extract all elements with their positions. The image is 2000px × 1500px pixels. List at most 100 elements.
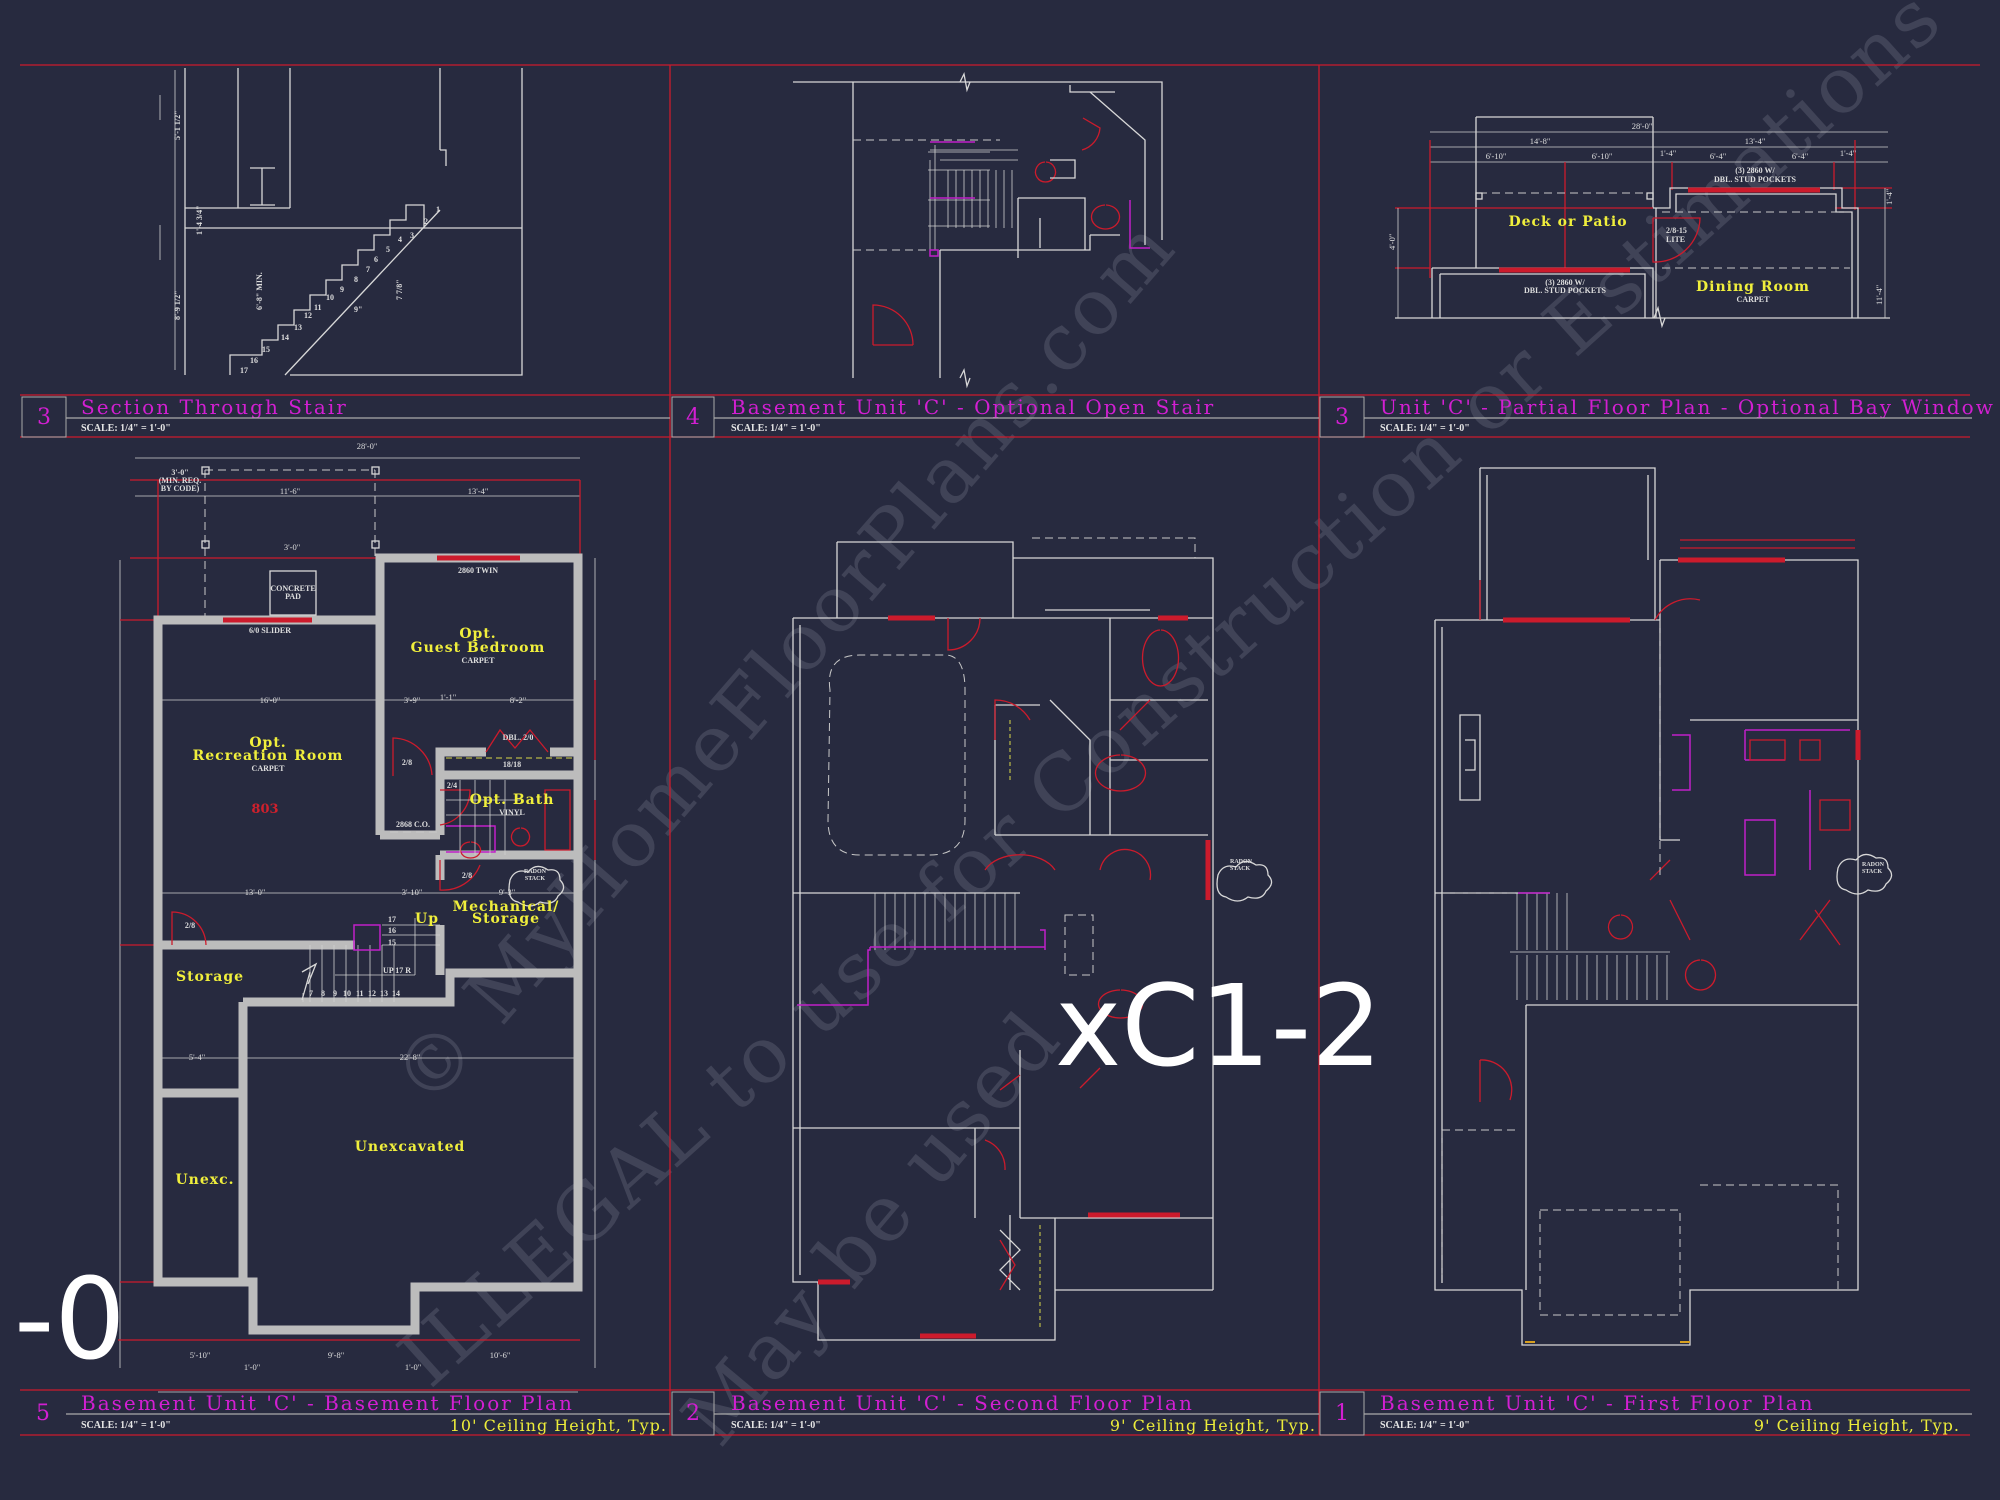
window-note: 2860 TWIN: [458, 566, 498, 575]
room-guest-bedroom-prefix: Opt.: [459, 626, 496, 642]
sheet-id-label: xC1-2: [1055, 962, 1382, 1092]
dimension: 22'-8": [400, 1052, 421, 1062]
title-block-second-floor: 2 Basement Unit 'C' - Second Floor Plan …: [671, 1391, 1319, 1436]
bay-window-partial-plan: Deck or Patio Dining Room CARPET (3) 286…: [1387, 116, 1894, 329]
view-number: 5: [36, 1401, 50, 1426]
view-scale: SCALE: 1/4" = 1'-0": [81, 1420, 171, 1431]
dimension: 6'-4": [1792, 151, 1808, 161]
stair-number: 15: [388, 938, 396, 947]
dimension: 6'-10": [1592, 151, 1613, 161]
title-block-optional-open-stair: 4 Basement Unit 'C' - Optional Open Stai…: [671, 395, 1319, 438]
radon-note: STACK: [525, 876, 546, 882]
title-block-section-stair: 3 Section Through Stair SCALE: 1/4" = 1'…: [21, 395, 670, 438]
room-unexc: Unexc.: [175, 1172, 234, 1188]
dining-floor: CARPET: [1737, 295, 1771, 304]
radon-note: RADON: [524, 869, 547, 875]
room-code: 803: [251, 802, 278, 817]
riser-number: 6: [374, 255, 378, 264]
riser-number: 1: [436, 205, 440, 214]
riser-number: 8: [354, 275, 358, 284]
dim-headroom: 6'-8" MIN.: [255, 272, 264, 310]
clearance-note: (MIN. REQ.: [159, 476, 201, 485]
radon-note: STACK: [1230, 866, 1251, 872]
door-note: 2/8: [402, 758, 412, 767]
ceiling-height-note: 10' Ceiling Height, Typ.: [450, 1416, 667, 1435]
dim-riser: 7 7/8": [395, 279, 404, 300]
dimension: 5'-10": [190, 1350, 211, 1360]
dimension: 14'-8": [1530, 136, 1551, 146]
view-title: Basement Unit 'C' - Second Floor Plan: [731, 1391, 1194, 1415]
door-note: 2/8: [185, 921, 195, 930]
window-note: DBL. STUD POCKETS: [1714, 175, 1797, 184]
stair-number: 14: [392, 989, 400, 998]
pad-note: CONCRETE: [270, 584, 315, 593]
stair-number: 8: [321, 989, 325, 998]
riser-number: 13: [294, 323, 302, 332]
view-number: 1: [1335, 1401, 1349, 1426]
dim-tread: 9": [354, 305, 362, 314]
clearance-note: 3'-0": [171, 468, 188, 477]
view-number: 3: [37, 405, 51, 430]
basement-floor-plan: Opt. Guest Bedroom CARPET Opt. Recreatio…: [118, 441, 596, 1393]
view-title: Basement Unit 'C' - First Floor Plan: [1380, 1391, 1815, 1415]
stair-note: UP 17 R: [383, 966, 411, 975]
stair-number: 17: [388, 915, 396, 924]
opening-note: 2868 C.O.: [396, 820, 430, 829]
window-note: DBL. STUD POCKETS: [1524, 286, 1607, 295]
door-note: 2/8: [462, 871, 472, 880]
riser-number: 16: [250, 356, 258, 365]
title-block-basement-plan: 5 Basement Unit 'C' - Basement Floor Pla…: [36, 1391, 670, 1435]
dimension: 16'-0": [260, 695, 281, 705]
door-note: 2/4: [447, 781, 457, 790]
dimension: 6'-4": [1710, 151, 1726, 161]
door-note: 2/8-15: [1666, 226, 1687, 235]
room-mechanical: Mechanical/: [453, 899, 560, 915]
dimension: 4'-0": [1387, 234, 1397, 250]
dimension: 1'-4": [1884, 189, 1894, 205]
dimension: 28'-0": [357, 441, 378, 451]
view-scale: SCALE: 1/4" = 1'-0": [1380, 423, 1470, 434]
window-note: (3) 2860 W/: [1735, 166, 1775, 175]
dimension: 11'-6": [280, 486, 300, 496]
riser-number: 3: [410, 231, 414, 240]
stair-number: 7: [309, 989, 313, 998]
room-recreation-prefix: Opt.: [249, 735, 286, 751]
door-note: DBL. 2/0: [503, 733, 534, 742]
stair-number: 9: [333, 989, 337, 998]
dimension: 11'-4": [1874, 285, 1884, 305]
room-storage: Storage: [176, 969, 244, 985]
title-block-bay-window: 3 Unit 'C' - Partial Floor Plan - Option…: [1319, 395, 1993, 438]
stair-number: 10: [343, 989, 351, 998]
door-note: LITE: [1666, 235, 1685, 244]
sheet-grid: [20, 64, 1980, 1436]
view-title: Basement Unit 'C' - Optional Open Stair: [731, 395, 1215, 419]
room-recreation-room: Recreation Room: [193, 748, 344, 764]
dim-bottom: 8'-9 1/2": [173, 290, 182, 320]
room-dining-room: Dining Room: [1696, 279, 1810, 295]
dimension: 3'-0": [284, 542, 300, 552]
room-mechanical-storage: Storage: [472, 911, 540, 927]
riser-number: 12: [304, 311, 312, 320]
view-scale: SCALE: 1/4" = 1'-0": [1380, 1420, 1470, 1431]
riser-number: 10: [326, 293, 334, 302]
floor-finish: VINYL: [499, 808, 525, 817]
stair-number: 11: [356, 989, 364, 998]
optional-open-stair-drawing: [793, 71, 1163, 389]
window-note: (3) 2860 W/: [1545, 278, 1585, 287]
sheet-suffix-label: -0: [14, 1255, 126, 1385]
radon-note: RADON: [1862, 862, 1885, 868]
radon-note: STACK: [1862, 869, 1883, 875]
view-scale: SCALE: 1/4" = 1'-0": [731, 423, 821, 434]
dimension: 1'-4": [1840, 148, 1856, 158]
dimension: 13'-4": [468, 486, 489, 496]
basement-exterior-walls: [153, 553, 583, 1335]
dim-mid: 1'-4 3/4": [195, 205, 204, 235]
dimension: 1'-0": [405, 1362, 421, 1372]
dimension: 9'-8": [328, 1350, 344, 1360]
stair-number: 12: [368, 989, 376, 998]
dimension: 13'-0": [245, 887, 266, 897]
riser-number: 14: [281, 333, 289, 342]
dimension: 3'-10": [402, 887, 423, 897]
riser-number: 17: [240, 366, 248, 375]
